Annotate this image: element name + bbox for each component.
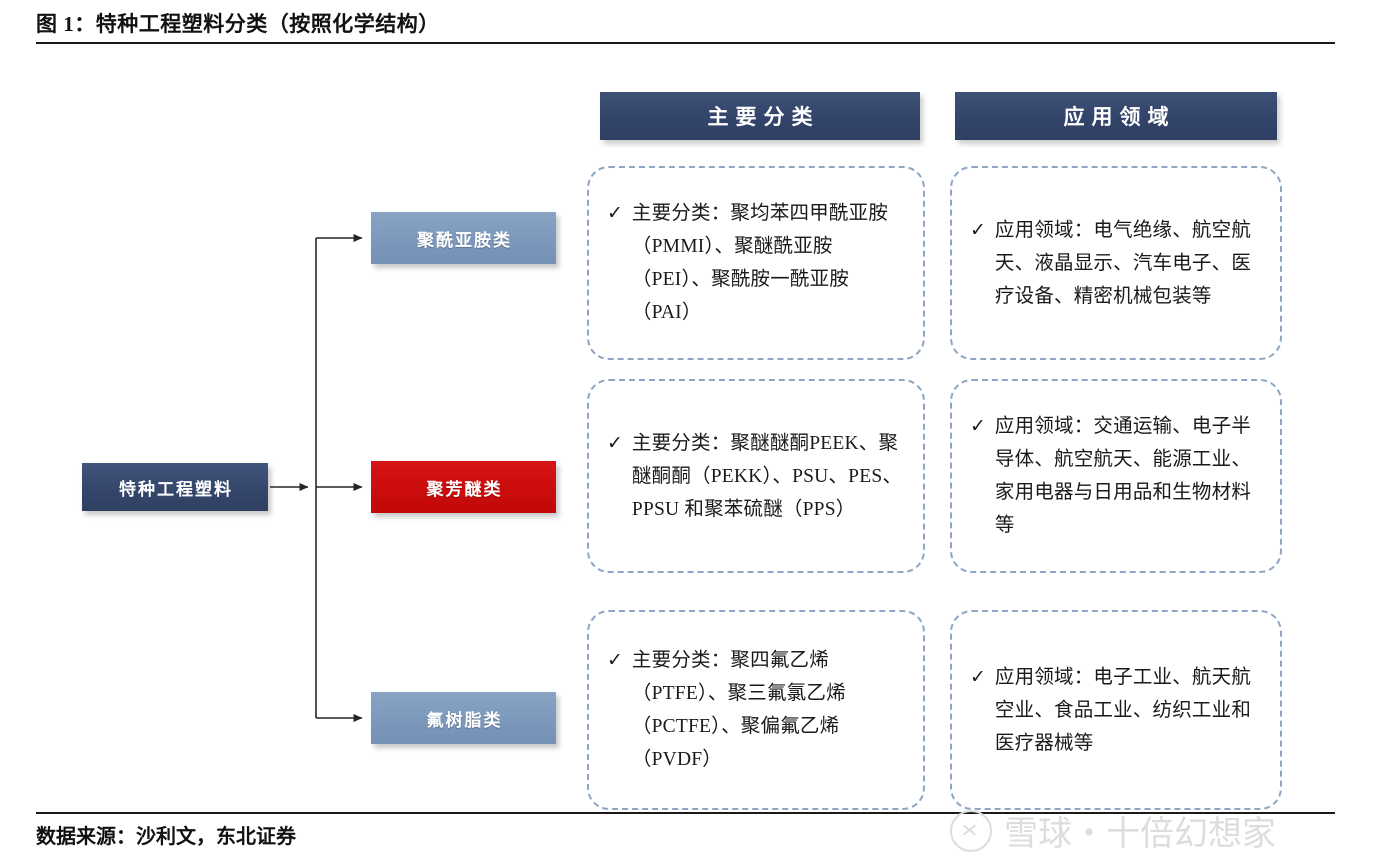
check-icon: ✓ bbox=[607, 649, 623, 671]
check-icon: ✓ bbox=[607, 431, 623, 454]
page-title: 图 1：特种工程塑料分类（按照化学结构） bbox=[36, 12, 440, 36]
root-node-special-engineering-plastics: 特种工程塑料 bbox=[82, 463, 268, 511]
check-icon: ✓ bbox=[970, 665, 986, 688]
detail-card-text: 应用领域：交通运输、电子半导体、航空航天、能源工业、家用电器与日用品和生物材料等 bbox=[994, 416, 1252, 536]
detail-card-text: 应用领域：电气绝缘、航空航天、液晶显示、汽车电子、医疗设备、精密机械包装等 bbox=[994, 219, 1252, 307]
category-node-fluororesin: 氟树脂类 bbox=[371, 692, 556, 744]
detail-card-text: 应用领域：电子工业、航天航空业、食品工业、纺织工业和医疗器械等 bbox=[994, 666, 1252, 754]
detail-card-application-row-1: ✓ 应用领域：交通运输、电子半导体、航空航天、能源工业、家用电器与日用品和生物材… bbox=[950, 379, 1282, 573]
check-icon: ✓ bbox=[607, 202, 623, 224]
detail-card-text: 主要分类：聚四氟乙烯（PTFE）、聚三氟氯乙烯（PCTFE）、聚偏氟乙烯（PVD… bbox=[631, 650, 846, 770]
detail-card-main-class-row-0: ✓ 主要分类：聚均苯四甲酰亚胺（PMMI）、聚醚酰亚胺（PEI）、聚酰胺一酰亚胺… bbox=[587, 166, 925, 360]
detail-card-application-row-2: ✓ 应用领域：电子工业、航天航空业、食品工业、纺织工业和医疗器械等 bbox=[950, 610, 1282, 810]
title-divider bbox=[36, 42, 1335, 44]
detail-card-application-row-0: ✓ 应用领域：电气绝缘、航空航天、液晶显示、汽车电子、医疗设备、精密机械包装等 bbox=[950, 166, 1282, 360]
detail-card-main-class-row-2: ✓ 主要分类：聚四氟乙烯（PTFE）、聚三氟氯乙烯（PCTFE）、聚偏氟乙烯（P… bbox=[587, 610, 925, 810]
category-node-polyarylether: 聚芳醚类 bbox=[371, 461, 556, 513]
column-header-application: 应用领域 bbox=[955, 92, 1277, 140]
category-node-polyimide: 聚酰亚胺类 bbox=[371, 212, 556, 264]
detail-card-main-class-row-1: ✓ 主要分类：聚醚醚酮PEEK、聚醚酮酮（PEKK）、PSU、PES、PPSU … bbox=[587, 379, 925, 573]
column-header-main-class: 主要分类 bbox=[600, 92, 920, 140]
detail-card-text: 主要分类：聚醚醚酮PEEK、聚醚酮酮（PEKK）、PSU、PES、PPSU 和聚… bbox=[631, 432, 903, 520]
check-icon: ✓ bbox=[970, 218, 986, 241]
check-icon: ✓ bbox=[970, 415, 986, 437]
source-note: 数据来源：沙利文，东北证券 bbox=[36, 826, 296, 848]
xueqiu-logo-icon bbox=[950, 809, 992, 852]
footer-divider bbox=[36, 812, 1335, 814]
detail-card-text: 主要分类：聚均苯四甲酰亚胺（PMMI）、聚醚酰亚胺（PEI）、聚酰胺一酰亚胺（P… bbox=[631, 203, 889, 323]
